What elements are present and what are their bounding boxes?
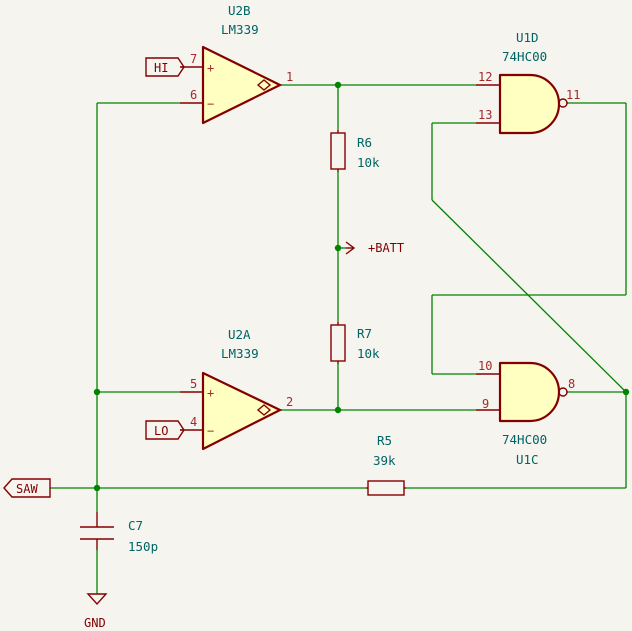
nand-gate-u1c: 74HC00 U1C 10 9 8 xyxy=(476,359,575,467)
r7-ref: R7 xyxy=(357,326,372,341)
c7-value: 150p xyxy=(128,539,158,554)
u2b-ref: U2B xyxy=(228,3,251,18)
u2b-pin-out: 1 xyxy=(286,70,293,84)
r6-ref: R6 xyxy=(357,135,372,150)
batt-label: +BATT xyxy=(368,241,404,255)
hi-label-text: HI xyxy=(154,61,168,75)
c7-ref: C7 xyxy=(128,518,143,533)
r5-ref: R5 xyxy=(377,433,392,448)
lo-label: LO xyxy=(145,420,185,440)
comparator-u2b: U2B LM339 + − 7 6 1 xyxy=(180,3,293,125)
u2a-pin-minus: 4 xyxy=(190,415,197,429)
u1c-pin-a: 10 xyxy=(478,359,492,373)
u2a-pin-out: 2 xyxy=(286,395,293,409)
u1d-pin-out: 11 xyxy=(566,88,580,102)
saw-label: SAW xyxy=(3,478,51,498)
r6-value: 10k xyxy=(357,155,380,170)
u1d-ref: U1D xyxy=(516,30,539,45)
u2a-ref: U2A xyxy=(228,327,251,342)
u2a-pin-plus: 5 xyxy=(190,377,197,391)
resistor-r5: R5 39k xyxy=(366,433,406,496)
saw-label-text: SAW xyxy=(16,482,38,496)
u1d-pin-a: 12 xyxy=(478,70,492,84)
wires xyxy=(50,66,627,594)
u2b-pin-plus: 7 xyxy=(190,52,197,66)
u2b-minus-symbol: − xyxy=(207,97,214,111)
r7-value: 10k xyxy=(357,346,380,361)
u2a-value: LM339 xyxy=(221,346,259,361)
u2a-minus-symbol: − xyxy=(207,424,214,438)
u2a-plus-symbol: + xyxy=(207,386,214,400)
comparator-u2a: U2A LM339 + − 5 4 2 xyxy=(180,327,293,451)
u1c-pin-out: 8 xyxy=(568,377,575,391)
gnd-symbol: GND xyxy=(84,593,108,630)
u1d-value: 74HC00 xyxy=(502,49,547,64)
resistor-r7: R7 10k xyxy=(330,322,380,364)
lo-label-text: LO xyxy=(154,424,168,438)
u2b-value: LM339 xyxy=(221,22,259,37)
resistor-r6: R6 10k xyxy=(330,130,380,172)
nand-gate-u1d: U1D 74HC00 12 13 11 xyxy=(476,30,580,135)
u1d-pin-b: 13 xyxy=(478,108,492,122)
junction-dots xyxy=(93,81,630,492)
u1c-value: 74HC00 xyxy=(502,432,547,447)
gnd-label: GND xyxy=(84,616,106,630)
r5-value: 39k xyxy=(373,453,396,468)
u2b-pin-minus: 6 xyxy=(190,88,197,102)
u2b-plus-symbol: + xyxy=(207,61,214,75)
u1c-pin-b: 9 xyxy=(482,397,489,411)
capacitor-c7: C7 150p xyxy=(80,512,158,554)
u1c-ref: U1C xyxy=(516,452,539,467)
hi-label: HI xyxy=(145,57,185,77)
batt-power-flag: +BATT xyxy=(345,241,404,255)
